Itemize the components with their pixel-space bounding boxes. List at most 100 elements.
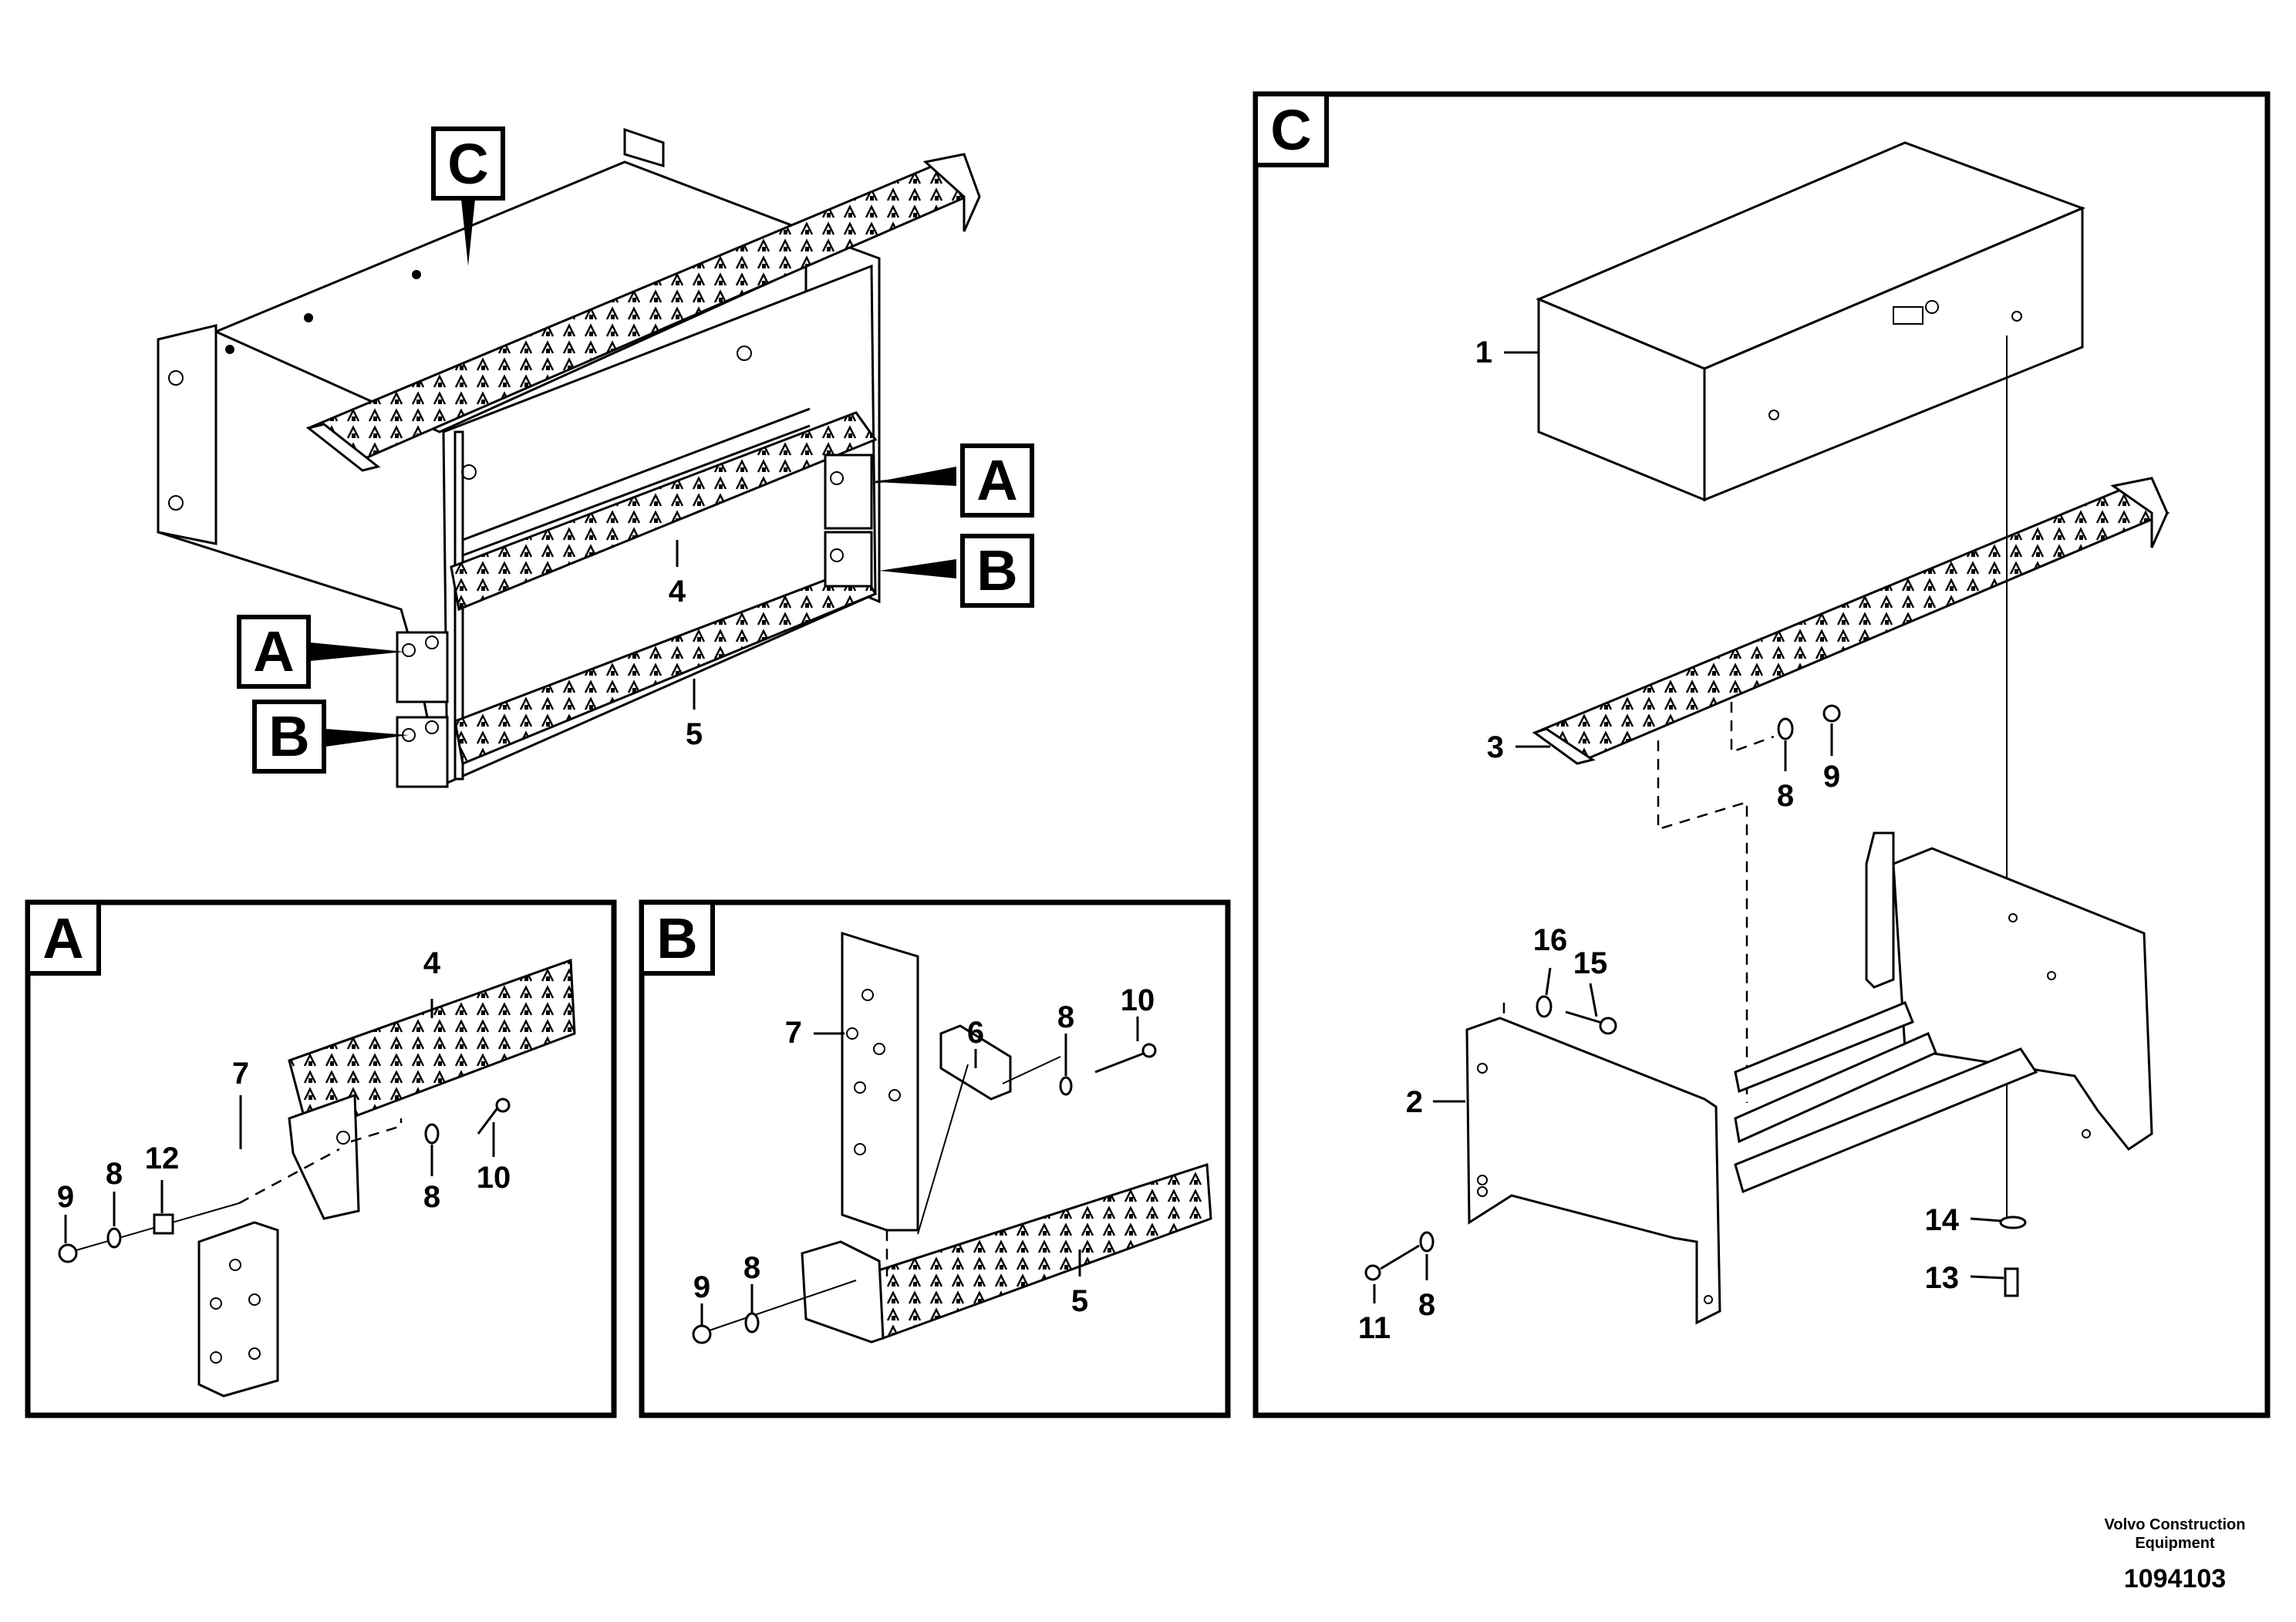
panel-c-washer-8b bbox=[1419, 1231, 1435, 1253]
main-top-step-lip bbox=[305, 423, 381, 472]
panel-c-box-handle bbox=[1893, 306, 1923, 325]
panel-c-step-3-end bbox=[2110, 477, 2169, 548]
panel-c-frame bbox=[1253, 91, 2271, 1418]
main-rivet bbox=[412, 270, 421, 279]
main-step-4 bbox=[450, 411, 878, 612]
main-callout-b-right-label: B bbox=[976, 538, 1017, 602]
main-bolt-hole bbox=[168, 370, 184, 386]
main-callout-a-left-box bbox=[237, 615, 311, 689]
footer-company-line2: Equipment bbox=[2135, 1535, 2215, 1552]
main-bolt-hole bbox=[737, 346, 752, 361]
main-step-5 bbox=[453, 565, 878, 766]
main-bolt-hole bbox=[402, 643, 416, 657]
main-left-plate bbox=[157, 324, 217, 545]
panel-c-label-8b: 8 bbox=[1418, 1288, 1435, 1322]
panel-b-title-box bbox=[639, 900, 715, 976]
panel-c-washer-16 bbox=[1536, 995, 1553, 1018]
panel-c-title-box bbox=[1253, 92, 1329, 167]
panel-a-title: A bbox=[42, 906, 83, 970]
main-callout-c-label: C bbox=[447, 132, 488, 196]
panel-c-label-14: 14 bbox=[1925, 1203, 1960, 1237]
panel-a-label-12: 12 bbox=[145, 1141, 180, 1175]
main-part-4-label: 4 bbox=[669, 575, 686, 609]
panel-b-bolt-10 bbox=[1141, 1043, 1157, 1058]
panel-c-washer-8a bbox=[1777, 717, 1794, 740]
panel-a-frame bbox=[25, 899, 617, 1418]
main-bolt-hole bbox=[168, 495, 184, 511]
main-callout-a-left-arrow bbox=[310, 642, 405, 661]
main-callout-c-box bbox=[431, 126, 505, 201]
panel-a-spacer-12 bbox=[153, 1213, 174, 1235]
panel-b-title: B bbox=[656, 906, 697, 970]
main-callout-a-right-arrow bbox=[875, 467, 956, 486]
main-callout-a-left-label: A bbox=[253, 619, 294, 683]
panel-a-label-8b: 8 bbox=[423, 1180, 440, 1214]
panel-b-plate-7 bbox=[841, 931, 919, 1232]
panel-c-label-13: 13 bbox=[1925, 1261, 1960, 1295]
main-callout-b-right-box bbox=[960, 534, 1034, 608]
panel-b-label-8b: 8 bbox=[743, 1251, 760, 1285]
main-rivet bbox=[225, 345, 234, 354]
main-callout-a-right-label: A bbox=[976, 448, 1017, 512]
panel-c-label-8a: 8 bbox=[1777, 779, 1794, 813]
main-top-step-end bbox=[922, 153, 981, 232]
main-callout-c-arrow bbox=[461, 199, 475, 266]
panel-b-bracket bbox=[801, 1240, 885, 1344]
main-rivet bbox=[304, 313, 313, 322]
panel-c-crossbar-front bbox=[1734, 1047, 2038, 1194]
footer: Volvo Construction Equipment 1094103 bbox=[2105, 1516, 2246, 1593]
main-rear-flange bbox=[623, 127, 665, 168]
panel-a-nut-9 bbox=[58, 1243, 78, 1263]
main-bolt-hole bbox=[830, 471, 844, 485]
panel-a: A 4 7 9 8 12 8 10 bbox=[25, 899, 617, 1418]
panel-b-label-10: 10 bbox=[1121, 983, 1155, 1017]
panel-a-label-10: 10 bbox=[477, 1161, 511, 1195]
panel-c-crossbar-top bbox=[1734, 1001, 1914, 1094]
panel-c-crossbar-back bbox=[1734, 1032, 1937, 1144]
panel-c-step-3 bbox=[1532, 488, 2170, 761]
main-bracket-a-left bbox=[396, 631, 449, 703]
panel-a-label-8a: 8 bbox=[106, 1157, 123, 1191]
panel-c-bolt-13 bbox=[2004, 1267, 2019, 1297]
panel-a-title-box bbox=[25, 900, 101, 976]
panel-a-plate-7 bbox=[197, 1221, 279, 1398]
main-bolt-hole bbox=[461, 464, 477, 480]
panel-b-nut-9 bbox=[692, 1324, 712, 1344]
panel-b-washer-8 bbox=[1059, 1076, 1073, 1096]
panel-b-washer-8b bbox=[744, 1312, 760, 1334]
panel-a-label-9: 9 bbox=[57, 1180, 74, 1214]
panel-b-frame bbox=[639, 899, 1231, 1418]
main-callout-b-left-box bbox=[252, 700, 326, 774]
panel-a-label-7: 7 bbox=[232, 1057, 249, 1091]
panel-c-label-9: 9 bbox=[1823, 760, 1840, 794]
panel-b-tread-5 bbox=[870, 1162, 1212, 1340]
panel-b: B 7 6 8 10 9 8 5 bbox=[639, 899, 1231, 1418]
panel-c-step-3-lip bbox=[1532, 727, 1596, 765]
panel-a-washer-8 bbox=[106, 1227, 122, 1249]
panel-a-tread-4 bbox=[288, 958, 576, 1135]
panel-c-label-16: 16 bbox=[1533, 923, 1568, 957]
panel-b-label-5: 5 bbox=[1071, 1284, 1088, 1318]
panel-c-nut-9 bbox=[1822, 704, 1841, 723]
main-assembly-view: C A B A B 4 5 bbox=[157, 126, 1034, 788]
panel-c-label-3: 3 bbox=[1487, 730, 1504, 764]
main-bolt-hole bbox=[425, 720, 439, 734]
panel-b-label-6: 6 bbox=[967, 1016, 984, 1050]
footer-company-line1: Volvo Construction bbox=[2105, 1516, 2246, 1533]
panel-c-frame-2-right bbox=[1892, 847, 2153, 1152]
main-bolt-hole bbox=[425, 636, 439, 649]
panel-b-label-9: 9 bbox=[693, 1270, 710, 1304]
panel-b-label-7: 7 bbox=[785, 1016, 802, 1050]
panel-c-bolt-15 bbox=[1599, 1017, 1617, 1035]
panel-c-frame-2-left bbox=[1465, 1017, 1721, 1325]
main-bolt-hole bbox=[830, 548, 844, 562]
panel-c: C bbox=[1253, 91, 2271, 1418]
footer-drawing-number: 1094103 bbox=[2124, 1564, 2226, 1593]
main-bracket-b-left bbox=[396, 716, 449, 788]
panel-a-bolt-10 bbox=[495, 1098, 511, 1113]
panel-a-washer-8b bbox=[424, 1123, 440, 1145]
main-part-5-label: 5 bbox=[686, 717, 703, 751]
panel-c-title: C bbox=[1270, 98, 1311, 162]
panel-c-label-1: 1 bbox=[1475, 336, 1492, 369]
